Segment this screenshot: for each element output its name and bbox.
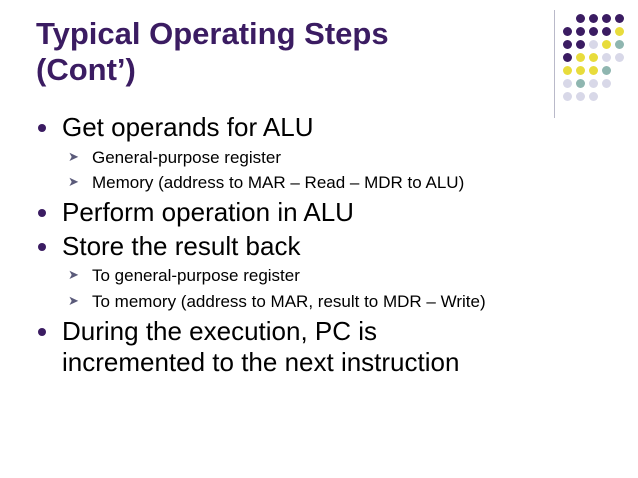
decor-dot (563, 79, 572, 88)
sub-bullet-item: ➤ General-purpose register (30, 146, 610, 171)
decor-dot (589, 92, 598, 101)
decor-dot (563, 66, 572, 75)
page-title-line-1: Typical Operating Steps (36, 16, 389, 51)
decor-dot (576, 92, 585, 101)
decor-dot (602, 53, 611, 62)
sub-bullet-item: ➤ To memory (address to MAR, result to M… (30, 290, 610, 315)
decor-dot (576, 40, 585, 49)
bullet-arrow-icon: ➤ (68, 148, 79, 164)
decor-dot (589, 14, 598, 23)
page-title: Typical Operating Steps (Cont’) (36, 16, 536, 89)
decor-dot (602, 40, 611, 49)
bullet-arrow-icon: ➤ (68, 174, 79, 190)
bullet-dot-icon (38, 242, 46, 251)
decor-dot (589, 79, 598, 88)
bullet-item: During the execution, PC is incremented … (30, 316, 610, 379)
bullet-arrow-icon: ➤ (68, 293, 79, 309)
decor-dot (563, 53, 572, 62)
decor-dot (589, 40, 598, 49)
decor-dot (576, 66, 585, 75)
bullet-item: Perform operation in ALU (30, 197, 610, 229)
bullet-item: Store the result back (30, 231, 610, 263)
sub-bullet-item: ➤ Memory (address to MAR – Read – MDR to… (30, 171, 610, 196)
decor-dot (615, 53, 624, 62)
decor-dot (589, 27, 598, 36)
page-title-line-2: (Cont’) (36, 52, 136, 88)
decor-dot (602, 14, 611, 23)
sub-bullet-text: To general-purpose register (92, 266, 300, 286)
decor-dot (576, 27, 585, 36)
decor-dot (576, 14, 585, 23)
bullet-dot-icon (38, 124, 46, 132)
decor-dot (576, 53, 585, 62)
decor-dot (576, 79, 585, 88)
bullet-text: Perform operation in ALU (62, 197, 354, 227)
sub-bullet-text: Memory (address to MAR – Read – MDR to A… (92, 173, 465, 193)
decor-dot (563, 40, 572, 49)
sub-bullet-text: General-purpose register (92, 147, 281, 167)
decor-dot (615, 14, 624, 23)
slide-body: Get operands for ALU ➤ General-purpose r… (30, 112, 610, 379)
decor-dot (563, 27, 572, 36)
bullet-arrow-icon: ➤ (68, 267, 79, 283)
decor-dot (615, 40, 624, 49)
bullet-item: Get operands for ALU (30, 112, 610, 144)
decor-dot (615, 27, 624, 36)
sub-bullet-text: To memory (address to MAR, result to MDR… (92, 292, 486, 312)
bullet-dot-icon (38, 209, 46, 217)
decor-dot (602, 66, 611, 75)
decor-dot (602, 27, 611, 36)
decor-dot (589, 66, 598, 75)
decoration-divider (554, 10, 555, 118)
bullet-text: Store the result back (62, 230, 301, 261)
decor-dot (602, 79, 611, 88)
bullet-text: Get operands for ALU (62, 112, 314, 142)
dot-grid-decoration (554, 8, 626, 118)
bullet-text: During the execution, PC is (62, 315, 378, 346)
decor-dot (563, 92, 572, 101)
sub-bullet-item: ➤ To general-purpose register (30, 264, 610, 289)
bullet-text-continued: incremented to the next instruction (62, 347, 460, 378)
bullet-dot-icon (38, 327, 46, 336)
decor-dot (589, 53, 598, 62)
